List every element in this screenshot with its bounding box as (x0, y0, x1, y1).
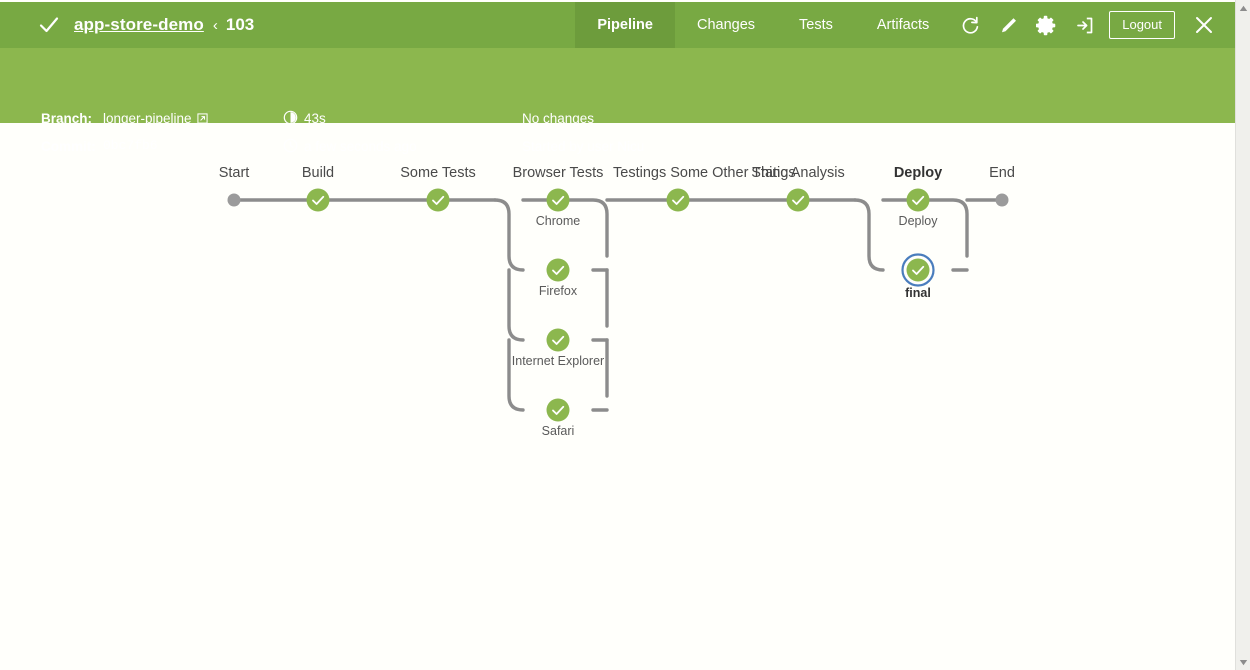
stage-label-start: Start (218, 165, 250, 181)
clock-icon (283, 138, 298, 156)
node-label-firefox[interactable]: Firefox (538, 284, 578, 298)
stage-label-browser-tests[interactable]: Browser Tests (512, 165, 604, 181)
commit-value: 0bc7fb6 (103, 138, 158, 153)
scroll-down-arrow-icon[interactable] (1236, 654, 1250, 670)
node-label-deploy[interactable]: Deploy (898, 214, 938, 228)
scroll-up-arrow-icon[interactable] (1236, 0, 1250, 16)
logout-button[interactable]: Logout (1109, 11, 1175, 39)
stage-label-build[interactable]: Build (301, 165, 335, 181)
tab-artifacts[interactable]: Artifacts (876, 17, 930, 33)
replay-icon[interactable] (951, 2, 989, 48)
close-x-icon[interactable] (1185, 2, 1223, 48)
graph-node-chrome[interactable] (546, 188, 570, 212)
header-right-group: Pipeline Changes Tests Artifacts (575, 2, 1235, 48)
graph-node-deploy[interactable] (906, 188, 930, 212)
node-label-internet-explorer[interactable]: Internet Explorer (511, 354, 605, 368)
tab-changes[interactable]: Changes (696, 17, 756, 33)
graph-node-final[interactable] (901, 253, 935, 287)
build-number: 103 (225, 15, 255, 34)
sub-header-bar: Branch: longer-pipeline Commit: 0bc7fb6 … (0, 48, 1235, 154)
tab-pipeline[interactable]: Pipeline (575, 2, 675, 48)
stage-label-static-analysis[interactable]: Static Analysis (751, 165, 845, 181)
logout-arrow-icon[interactable] (1065, 2, 1103, 48)
pipeline-graph-svg (227, 188, 1009, 422)
pipeline-graph: Start Build Some Tests Browser Tests Tes… (0, 123, 1235, 473)
branch-value-text: longer-pipeline (103, 111, 192, 126)
stage-label-end: End (989, 165, 1015, 181)
graph-node-internet-explorer[interactable] (546, 328, 570, 352)
branch-label: Branch: (41, 111, 93, 126)
node-label-chrome[interactable]: Chrome (535, 214, 581, 228)
graph-node-build[interactable] (306, 188, 330, 212)
gear-icon[interactable] (1027, 2, 1065, 48)
node-label-safari[interactable]: Safari (541, 424, 575, 438)
breadcrumb-separator: ‹ (212, 16, 218, 34)
graph-node-safari[interactable] (546, 398, 570, 422)
page-scrollbar[interactable] (1235, 0, 1250, 670)
graph-node-some-tests[interactable] (426, 188, 450, 212)
commit-label: Commit: (41, 139, 96, 154)
duration-value: 43s (304, 111, 326, 126)
graph-node-start[interactable] (227, 193, 241, 207)
stage-label-deploy[interactable]: Deploy (893, 165, 943, 181)
graph-node-firefox[interactable] (546, 258, 570, 282)
build-status-checkmark-icon (38, 14, 60, 36)
graph-node-testings-some-other-things[interactable] (666, 188, 690, 212)
graph-node-end[interactable] (995, 193, 1009, 207)
edit-pencil-icon[interactable] (989, 2, 1027, 48)
graph-node-static-analysis[interactable] (786, 188, 810, 212)
duration-pie-icon (283, 110, 298, 128)
header-left-group: app-store-demo ‹ 103 (0, 2, 575, 48)
repo-name-link[interactable]: app-store-demo (74, 15, 204, 34)
branch-value: longer-pipeline (103, 111, 208, 127)
time-ago-value: a few seconds ago (304, 139, 417, 154)
stage-label-some-tests[interactable]: Some Tests (400, 165, 476, 181)
top-header-bar: app-store-demo ‹ 103 Pipeline Changes Te… (0, 2, 1235, 48)
tab-tests[interactable]: Tests (799, 17, 833, 33)
started-by: Started by user Nicu (522, 139, 645, 154)
node-label-final[interactable]: final (905, 286, 931, 300)
changes-summary: No changes (522, 111, 595, 126)
stage-label-testings-some-other-things[interactable]: Testings Some Other Things (613, 165, 796, 181)
external-link-icon[interactable] (196, 112, 208, 127)
